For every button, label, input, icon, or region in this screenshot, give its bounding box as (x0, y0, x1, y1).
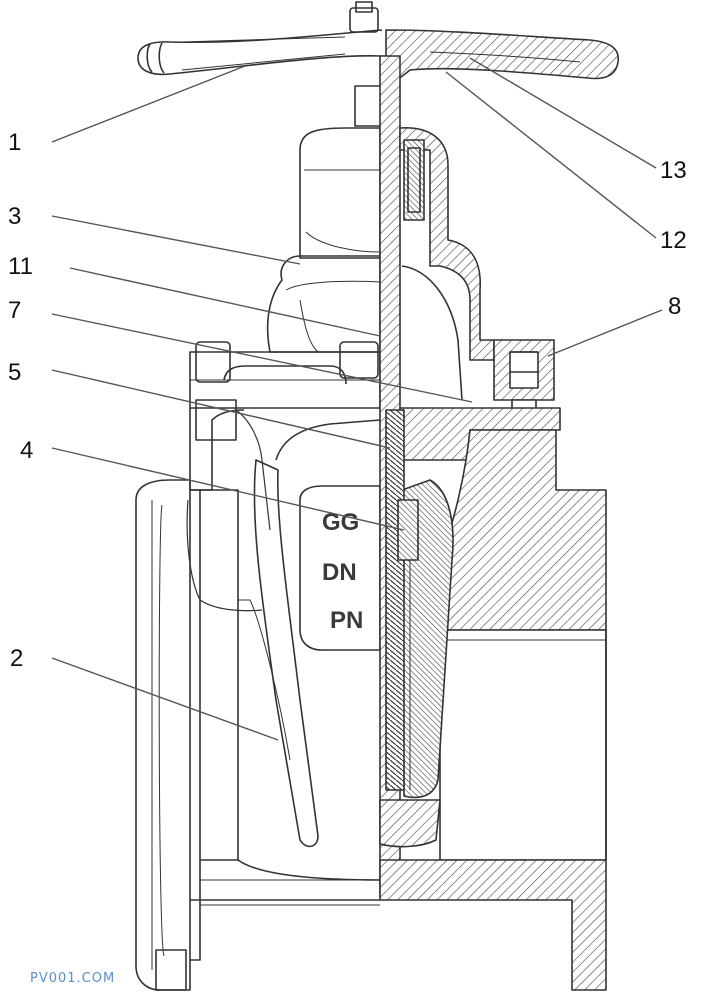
callout-11: 11 (8, 253, 33, 280)
callout-2: 2 (10, 645, 23, 672)
callout-8: 8 (668, 293, 681, 320)
handwheel-left-arm (137, 29, 383, 76)
bolt-head-left (195, 341, 231, 383)
casting-text-line-1: GG (322, 509, 359, 536)
flange-bolt (509, 351, 539, 389)
callout-3: 3 (8, 203, 21, 230)
casting-text-line-3: PN (330, 607, 363, 634)
callout-labels: 1 2 3 4 5 7 8 11 12 13 (8, 129, 687, 672)
callout-13: 13 (660, 157, 687, 184)
bonnet-dome (266, 255, 381, 353)
stem-nut (397, 499, 419, 561)
section-view (379, 29, 620, 991)
callout-5: 5 (8, 359, 21, 386)
casting-markings: GG DN PN (322, 509, 363, 634)
left-flange (135, 479, 191, 991)
leader-7 (51, 313, 473, 403)
leader-lines (51, 57, 663, 741)
leader-2 (51, 657, 279, 741)
leader-1 (51, 65, 246, 143)
leader-4 (51, 447, 405, 531)
callout-4: 4 (20, 437, 33, 464)
leader-13 (469, 57, 657, 169)
callout-7: 7 (8, 297, 21, 324)
leader-3 (51, 215, 301, 265)
bonnet-boss (299, 127, 381, 259)
callout-12: 12 (660, 227, 687, 254)
stem-thread (385, 409, 405, 791)
leader-8 (547, 309, 663, 357)
body-rib (253, 459, 319, 848)
casting-text-line-2: DN (322, 559, 357, 586)
leader-12 (445, 71, 657, 239)
leader-11 (69, 267, 381, 337)
handwheel-right-arm (385, 29, 620, 85)
bonnet-wall (399, 127, 495, 361)
watermark: PV001.COM (30, 971, 115, 986)
callout-1: 1 (8, 129, 21, 156)
leader-5 (51, 369, 391, 449)
